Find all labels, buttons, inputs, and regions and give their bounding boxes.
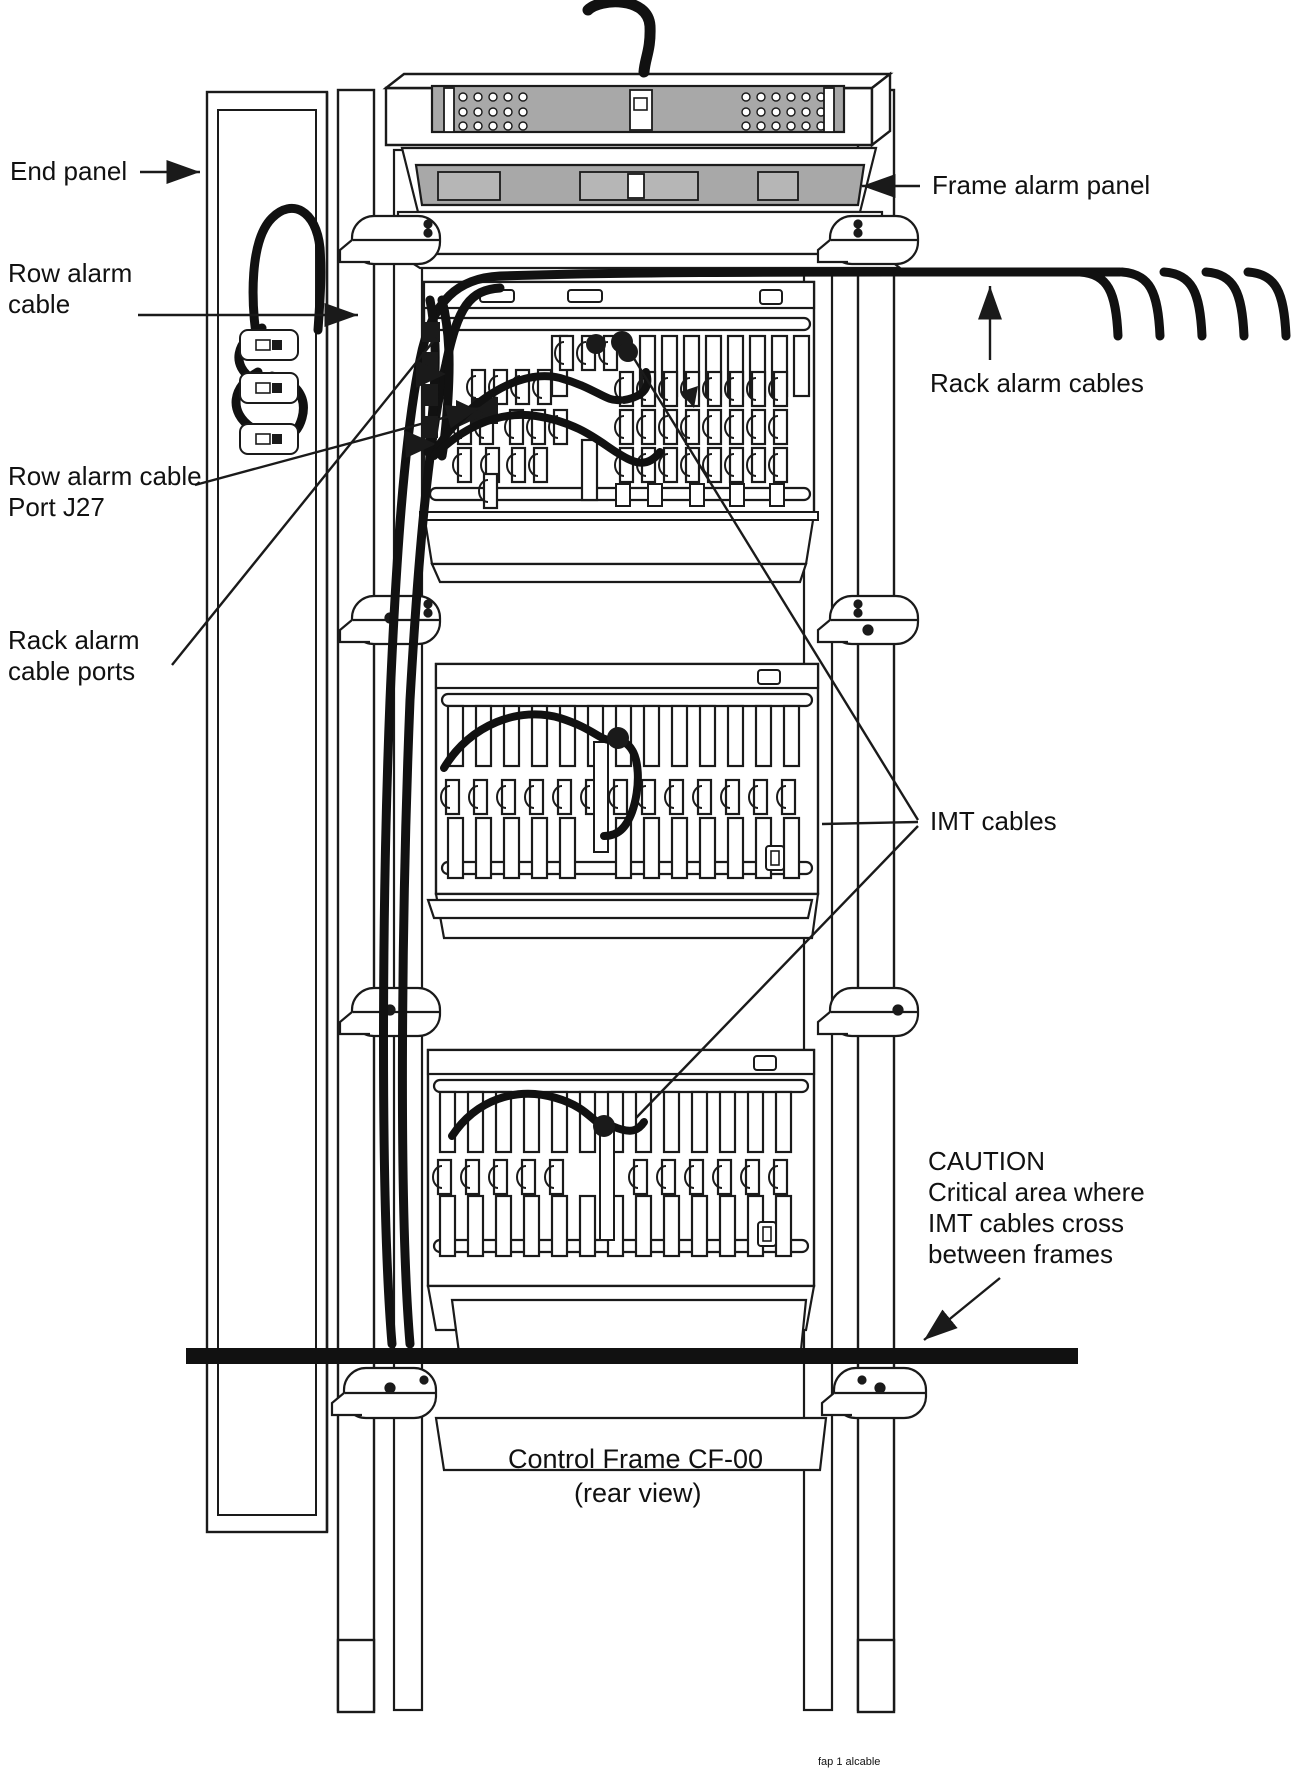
imt-crossing-bar [186,1348,1078,1364]
label-caution-heading: CAUTION [928,1146,1045,1176]
figure-id-footer: fap 1 alcable [818,1756,881,1768]
leader-lines [138,160,1002,1341]
label-row-alarm-cable: Row alarm cable [8,258,133,319]
rack-alarm-cables-graphic [895,267,1291,341]
bracket-assemblies [338,214,920,266]
imt-cable-connectors [586,331,698,1137]
label-end-panel: End panel [10,156,128,186]
label-caution-body: Critical area where IMT cables cross bet… [928,1177,1145,1269]
bottom-skirt [434,1416,828,1472]
label-row-alarm-cable-port: Row alarm cable Port J27 [8,461,202,522]
row-alarm-cable-graphic [231,203,326,455]
top-fan-unit [382,0,894,148]
caption-line-2: (rear view) [574,1478,702,1508]
label-frame-alarm-panel: Frame alarm panel [932,170,1151,200]
upper-card-shelf [419,280,819,584]
bracket-assemblies-3 [338,986,920,1038]
label-imt-cables: IMT cables [930,806,1057,836]
label-rack-alarm-cable-ports: Rack alarm cable ports [8,625,140,686]
label-rack-alarm-cables: Rack alarm cables [930,368,1144,398]
caption-line-1: Control Frame CF-00 [508,1444,764,1474]
lower-card-shelf [426,1048,816,1362]
frame-feet [336,1638,896,1714]
frame-alarm-panel-graphic [394,146,904,270]
bracket-assemblies-4 [330,1366,928,1420]
middle-card-shelf [426,662,820,940]
end-panel-graphic [205,90,329,1534]
